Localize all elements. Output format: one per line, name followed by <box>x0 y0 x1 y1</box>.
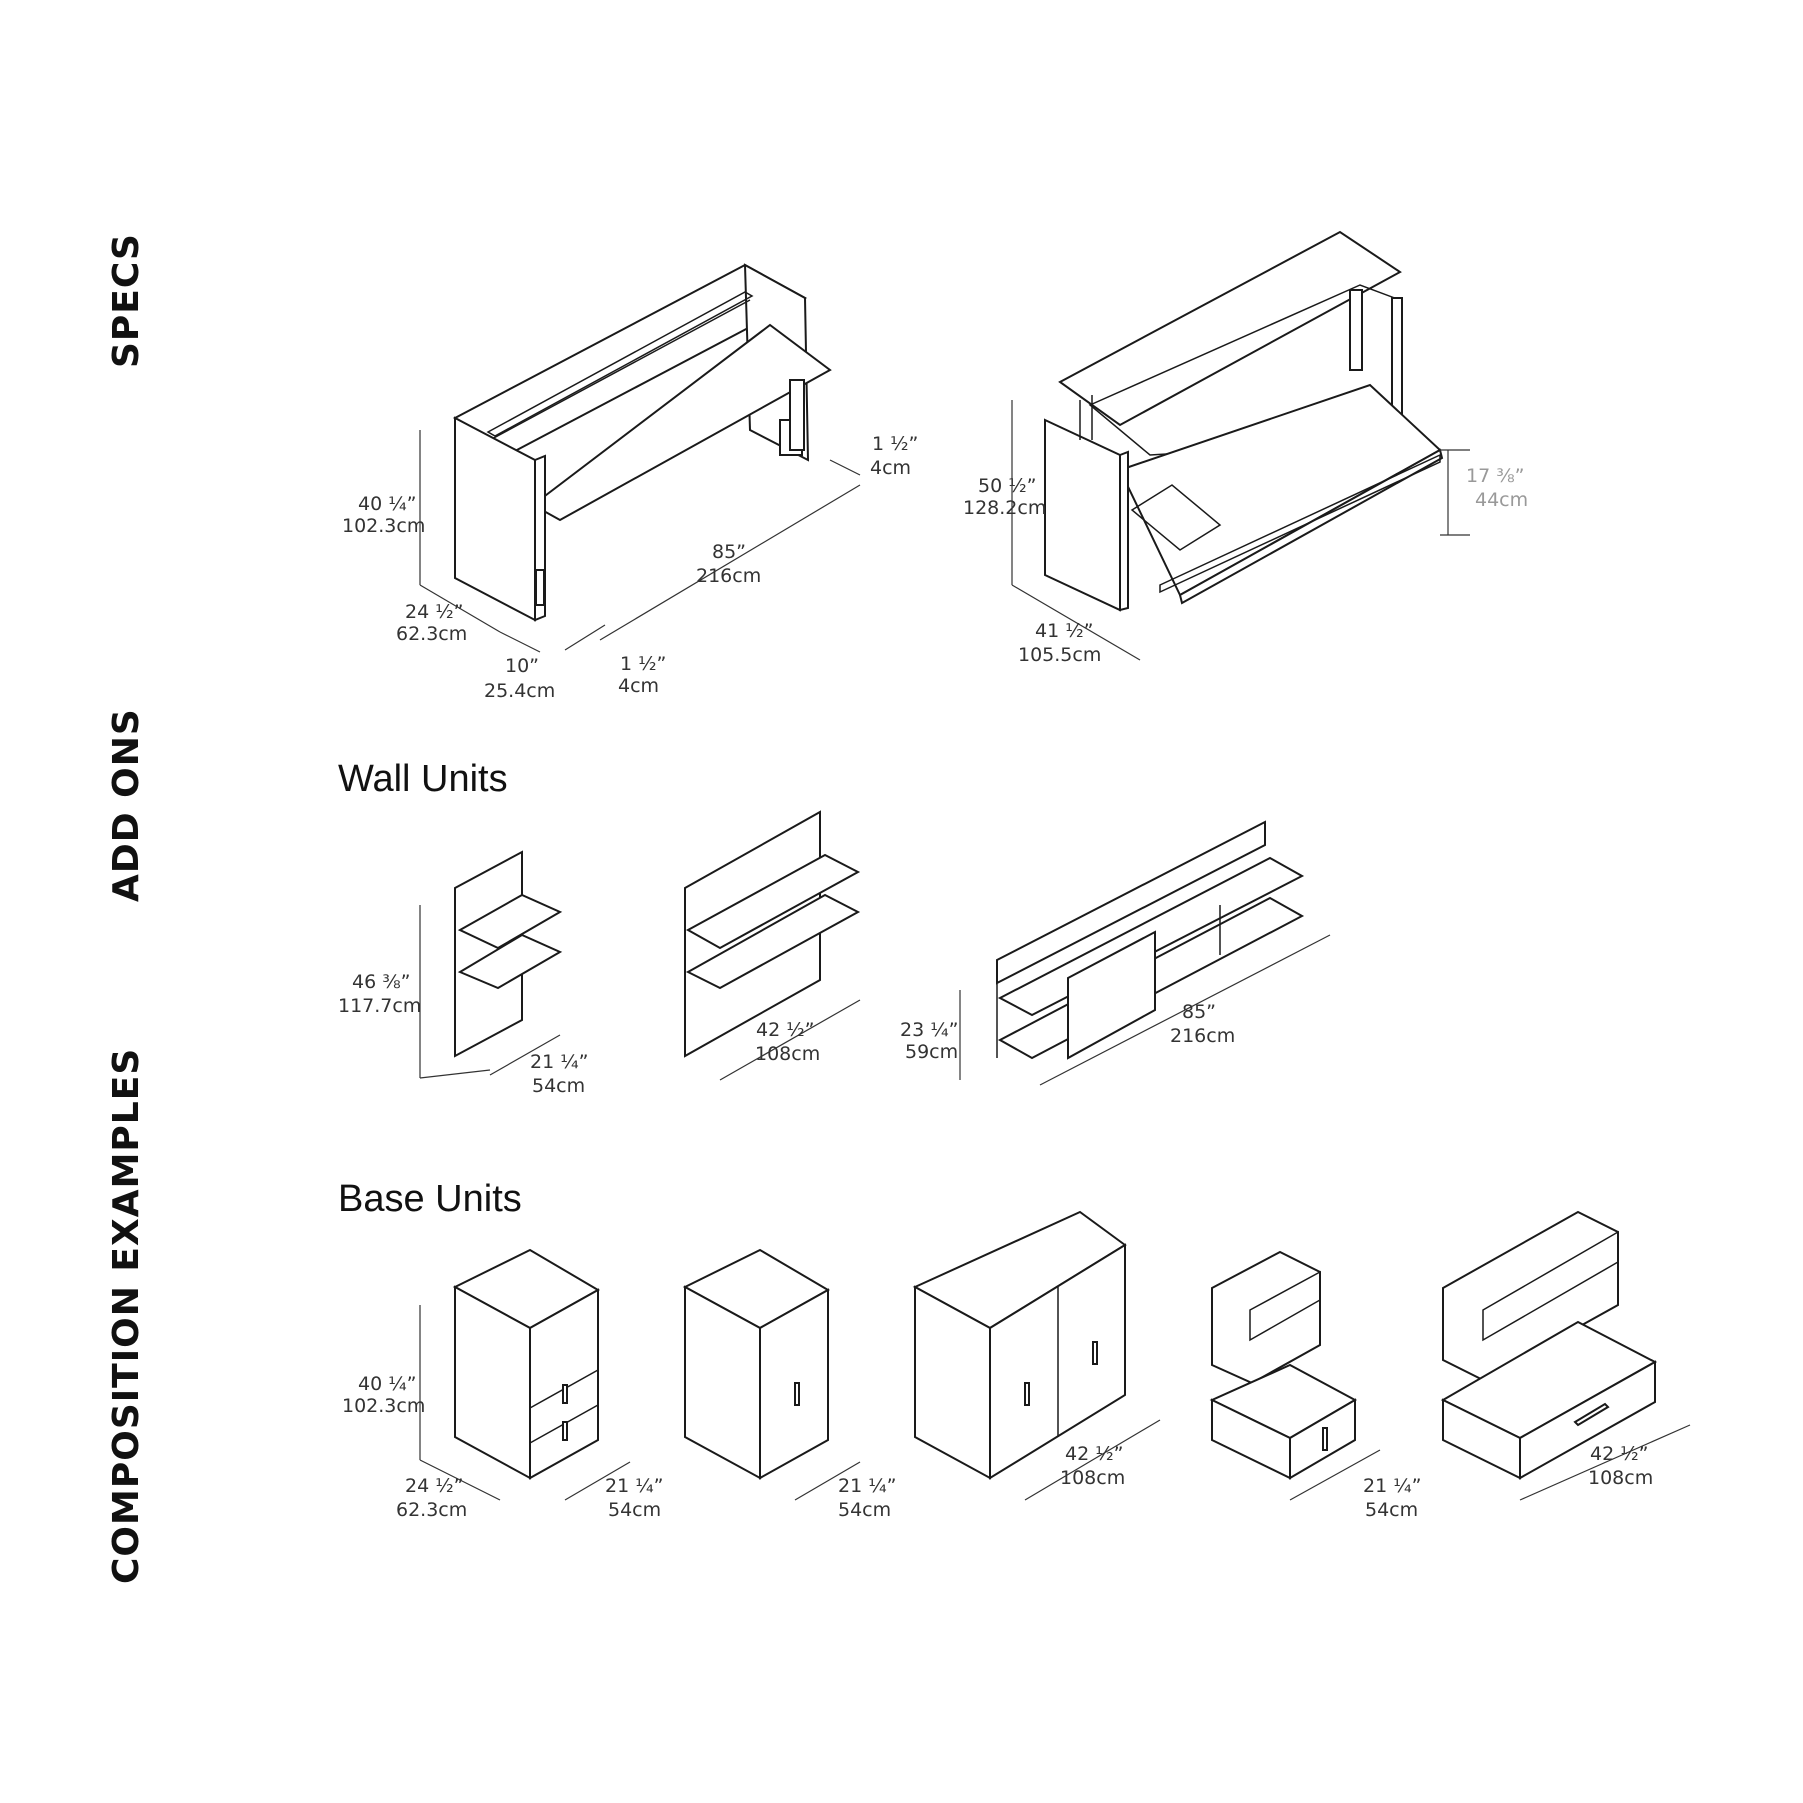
base-unit-2-drawing: 21 ¼” 54cm <box>682 1248 896 1521</box>
desk-closed-drawing: 40 ¼” 102.3cm 24 ½” 62.3cm 10” 25.4cm 1 … <box>342 263 918 702</box>
wall-unit-2-width-in: 42 ½” <box>756 1019 814 1041</box>
desk-closed-width-in: 85” <box>712 541 746 563</box>
wall-unit-3-width-cm: 216cm <box>1170 1025 1235 1047</box>
desk-closed-gap-cm: 4cm <box>618 675 659 697</box>
desk-closed-depth-in: 24 ½” <box>405 601 463 623</box>
wall-unit-3-height-in: 23 ¼” <box>900 1019 958 1041</box>
wall-unit-1-width-cm: 54cm <box>532 1075 585 1097</box>
base-unit-1-depth-in: 24 ½” <box>405 1475 463 1497</box>
base-unit-1-height-cm: 102.3cm <box>342 1395 425 1417</box>
base-unit-2-width-in: 21 ¼” <box>838 1475 896 1497</box>
wall-unit-2-drawing: 42 ½” 108cm <box>684 810 861 1081</box>
desk-closed-gap-in: 1 ½” <box>620 653 666 675</box>
base-unit-5-width-cm: 108cm <box>1588 1467 1653 1489</box>
bed-open-height-cm: 128.2cm <box>963 497 1046 519</box>
desk-closed-leg-in: 10” <box>505 655 539 677</box>
base-unit-1-width-cm: 54cm <box>608 1499 661 1521</box>
base-unit-1-drawing: 40 ¼” 102.3cm 24 ½” 62.3cm 21 ¼” 54cm <box>342 1248 663 1521</box>
base-unit-2-width-cm: 54cm <box>838 1499 891 1521</box>
bed-open-depth-in: 41 ½” <box>1035 620 1093 642</box>
base-unit-4-width-in: 21 ¼” <box>1363 1475 1421 1497</box>
bed-open-height-in: 50 ½” <box>978 475 1036 497</box>
base-unit-5-drawing: 42 ½” 108cm <box>1440 1210 1691 1501</box>
desk-closed-top-in: 1 ½” <box>872 433 918 455</box>
bed-open-drawing: 50 ½” 128.2cm 17 ⅜” 44cm 41 ½” 105.5cm <box>963 230 1528 666</box>
desk-closed-height-in: 40 ¼” <box>358 493 416 515</box>
base-unit-3-drawing: 42 ½” 108cm <box>912 1210 1161 1501</box>
wall-unit-1-width-in: 21 ¼” <box>530 1051 588 1073</box>
wall-unit-3-width-cm-label: 59cm <box>905 1041 958 1063</box>
desk-closed-height-cm: 102.3cm <box>342 515 425 537</box>
base-unit-1-height-in: 40 ¼” <box>358 1373 416 1395</box>
base-unit-4-drawing: 21 ¼” 54cm <box>1209 1250 1421 1521</box>
desk-closed-leg-cm: 25.4cm <box>484 680 555 702</box>
desk-closed-top-cm: 4cm <box>870 457 911 479</box>
wall-unit-2-width-cm: 108cm <box>755 1043 820 1065</box>
base-unit-1-depth-cm: 62.3cm <box>396 1499 467 1521</box>
bed-open-bed-height-cm: 44cm <box>1475 489 1528 511</box>
desk-closed-width-cm: 216cm <box>696 565 761 587</box>
base-unit-4-width-cm: 54cm <box>1365 1499 1418 1521</box>
wall-unit-3-drawing: 23 ¼” 59cm 85” 216cm <box>900 820 1331 1086</box>
base-unit-3-width-cm: 108cm <box>1060 1467 1125 1489</box>
wall-units-title: Wall Units <box>338 758 508 800</box>
desk-closed-depth-cm: 62.3cm <box>396 623 467 645</box>
base-unit-5-width-in: 42 ½” <box>1590 1443 1648 1465</box>
base-units-title: Base Units <box>338 1178 522 1220</box>
wall-unit-1-height-cm: 117.7cm <box>338 995 421 1017</box>
wall-unit-3-width-in: 85” <box>1182 1001 1216 1023</box>
base-unit-3-width-in: 42 ½” <box>1065 1443 1123 1465</box>
bed-open-bed-height-in: 17 ⅜” <box>1466 465 1524 487</box>
base-unit-1-width-in: 21 ¼” <box>605 1475 663 1497</box>
wall-unit-1-height-in: 46 ⅜” <box>352 971 410 993</box>
wall-unit-1-drawing: 46 ⅜” 117.7cm 21 ¼” 54cm <box>338 850 588 1097</box>
bed-open-depth-cm: 105.5cm <box>1018 644 1101 666</box>
